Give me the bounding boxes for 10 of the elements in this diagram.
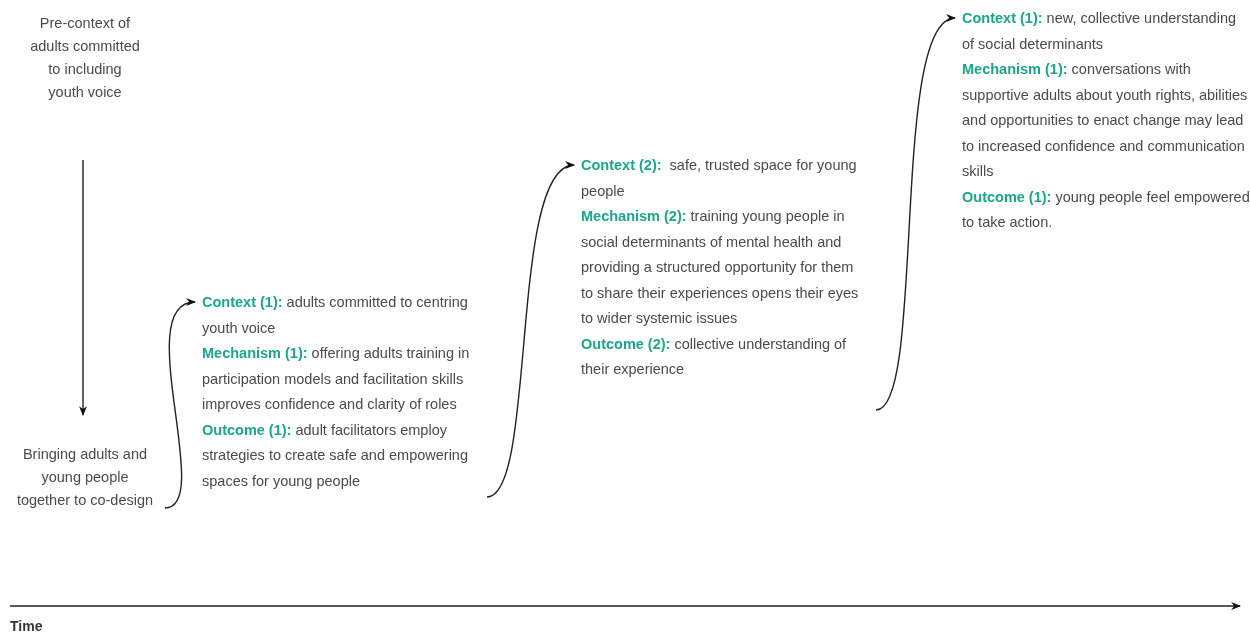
arrow [79,159,87,416]
description-text: Outcome (1): adult facilitators employ strategies to create safe and empowering spaces for young people [202,420,469,491]
step-text: Bringing adults and young people together to co-design [15,445,155,510]
arrow [486,164,575,498]
arrow [164,300,196,509]
arrow [875,17,956,411]
description-text: Outcome (1): young people feel empowered to take action. [962,187,1250,232]
step-text: Pre-context of adults committed to including youth voice [30,14,140,102]
axis-label: Time [10,618,43,634]
description-text: Outcome (2): collective understanding of their experience [581,334,848,379]
